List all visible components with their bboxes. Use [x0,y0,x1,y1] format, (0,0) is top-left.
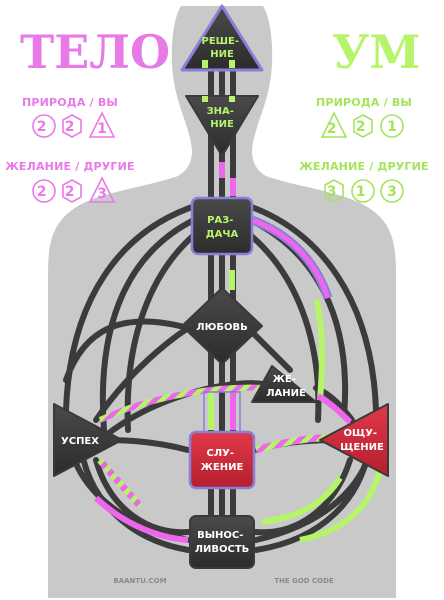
left-nature-value-2: 2 [65,119,75,135]
svg-text:2 2 3: 2 2 3 [37,184,107,202]
center-sacral[interactable]: СЛУ- ЖЕНИЕ [188,430,256,490]
right-title: УМ [332,25,420,79]
footer-left: BAANTU.COM [113,577,166,585]
left-desire-hexagon-icon [62,179,82,203]
right-nature-triangle-icon [320,111,348,138]
svg-text:ЖЕ- ЛАНИЕ: ЖЕ- ЛАНИЕ [266,374,306,399]
left-nature-value-1: 2 [37,119,47,135]
svg-text:РЕШЕ- НИЕ: РЕШЕ- НИЕ [202,36,243,60]
right-nature-value-1: 2 [327,121,337,137]
sacral-label-2: ЖЕНИЕ [201,462,244,473]
throat-label-1: РАЗ- [207,215,233,226]
head-label-2: НИЕ [210,49,234,60]
right-nature-values [320,111,404,138]
ajna-label-1: ЗНА- [207,106,234,117]
left-nature-value-3: 1 [97,121,107,137]
svg-text:ОЩУ- ЩЕНИЕ: ОЩУ- ЩЕНИЕ [340,428,384,453]
right-nature-label: ПРИРОДА / ВЫ [316,96,412,109]
g-label: ЛЮБОВЬ [196,322,247,333]
center-spleen[interactable]: УСПЕХ [53,403,123,477]
center-throat[interactable]: РАЗ- ДАЧА [190,196,254,256]
solar-label-1: ОЩУ- [343,428,377,439]
left-desire-value-2: 2 [65,184,75,200]
svg-text:2 2 1: 2 2 1 [37,119,107,137]
left-title: ТЕЛО [20,25,170,79]
left-nature-hexagon-icon [62,114,82,138]
right-desire-label: ЖЕЛАНИЕ / ДРУГИЕ [299,160,429,173]
right-nature-hexagon-icon [353,114,373,138]
left-desire-circle-icon [32,179,56,203]
right-nature-value-3: 1 [387,119,397,135]
left-nature-label: ПРИРОДА / ВЫ [22,96,118,109]
svg-text:ВЫНОС- ЛИВОСТЬ: ВЫНОС- ЛИВОСТЬ [195,530,250,555]
right-desire-value-3: 3 [387,184,397,200]
left-nature-triangle-icon [88,111,116,138]
right-panel: УМ ПРИРОДА / ВЫ 2 2 1 ЖЕЛАНИЕ / ДРУГИЕ 3… [299,25,429,203]
heart-label-1: ЖЕ- [273,374,296,385]
center-head[interactable]: РЕШЕ- НИЕ [180,4,264,72]
left-desire-values [32,176,116,203]
svg-text:ЗНА- НИЕ: ЗНА- НИЕ [207,106,238,130]
heart-label-2: ЛАНИЕ [266,388,306,399]
left-desire-label: ЖЕЛАНИЕ / ДРУГИЕ [5,160,135,173]
left-panel: ТЕЛО ПРИРОДА / ВЫ 2 2 1 ЖЕЛАНИЕ / ДРУГИЕ… [5,25,170,203]
root-label-2: ЛИВОСТЬ [195,544,250,555]
solar-label-2: ЩЕНИЕ [340,442,384,453]
svg-text:СЛУ- ЖЕНИЕ: СЛУ- ЖЕНИЕ [201,448,244,473]
sacral-label-1: СЛУ- [207,448,235,459]
right-desire-circle-icon [351,179,375,203]
left-nature-circle-icon [32,114,56,138]
svg-text:3 1 3: 3 1 3 [327,184,397,200]
right-desire-circle-icon-2 [380,179,404,203]
right-nature-value-2: 2 [356,119,366,135]
left-nature-values [32,111,116,138]
center-heart[interactable]: ЖЕ- ЛАНИЕ [251,365,317,403]
left-desire-value-1: 2 [37,184,47,200]
right-desire-value-1: 3 [327,184,337,200]
center-solar-plexus[interactable]: ОЩУ- ЩЕНИЕ [319,403,389,477]
head-label-1: РЕШЕ- [202,36,240,47]
center-ajna[interactable]: ЗНА- НИЕ [185,95,259,157]
left-desire-triangle-icon [88,176,116,203]
footer-right: THE GOD CODE [274,577,334,585]
spleen-label: УСПЕХ [61,436,99,447]
svg-text:РАЗ- ДАЧА: РАЗ- ДАЧА [206,215,239,240]
svg-text:2 2 1: 2 2 1 [327,119,397,137]
center-root[interactable]: ВЫНОС- ЛИВОСТЬ [189,515,255,569]
center-g[interactable]: ЛЮБОВЬ [181,287,263,365]
throat-label-2: ДАЧА [206,229,239,240]
right-desire-hexagon-icon [324,179,344,203]
ajna-label-2: НИЕ [210,119,234,130]
right-desire-value-2: 1 [356,184,366,200]
right-desire-values [324,179,404,203]
right-nature-circle-icon [380,114,404,138]
root-label-1: ВЫНОС- [197,530,243,541]
left-desire-value-3: 3 [97,186,107,202]
activated-channels [93,162,383,543]
